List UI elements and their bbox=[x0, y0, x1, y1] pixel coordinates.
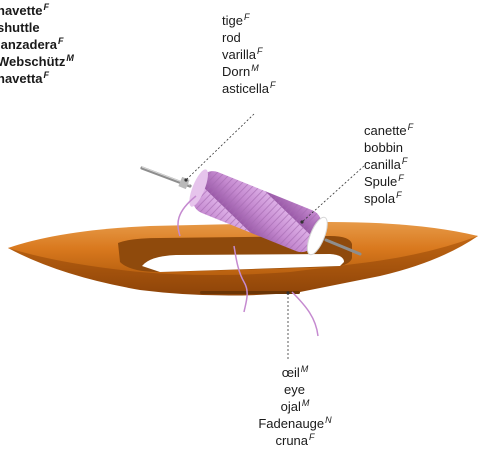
bobbin-label-group: canetteF bobbin canillaF SpuleF spolaF bbox=[364, 122, 413, 207]
shuttle-eye-slot bbox=[200, 291, 300, 294]
eye-term-de: FadenaugeN bbox=[240, 415, 350, 432]
eye-term-it: crunaF bbox=[240, 432, 350, 449]
shuttle-term-es: lanzaderaF bbox=[0, 36, 74, 53]
bobbin-leader-dot bbox=[300, 220, 303, 223]
eye-leader-dot bbox=[286, 291, 289, 294]
eye-term-fr: œilM bbox=[240, 364, 350, 381]
rod-term-fr: tigeF bbox=[222, 12, 275, 29]
rod-leader-line bbox=[186, 114, 254, 180]
rod-term-it: asticellaF bbox=[222, 80, 275, 97]
shuttle-term-en: shuttle bbox=[0, 19, 74, 36]
shuttle-term-it: navettaF bbox=[0, 70, 74, 87]
rod-label-group: tigeF rod varillaF DornM asticellaF bbox=[222, 12, 275, 97]
shuttle-term-fr: navetteF bbox=[0, 2, 74, 19]
eye-term-en: eye bbox=[240, 381, 350, 398]
bobbin-term-es: canillaF bbox=[364, 156, 413, 173]
bobbin-term-it: spolaF bbox=[364, 190, 413, 207]
bobbin-term-de: SpuleF bbox=[364, 173, 413, 190]
shuttle-term-de: WebschützM bbox=[0, 53, 74, 70]
eye-term-es: ojalM bbox=[240, 398, 350, 415]
rod-term-es: varillaF bbox=[222, 46, 275, 63]
bobbin-term-en: bobbin bbox=[364, 139, 413, 156]
rod-term-de: DornM bbox=[222, 63, 275, 80]
bobbin-term-fr: canetteF bbox=[364, 122, 413, 139]
rod-leader-dot bbox=[184, 178, 187, 181]
thread-from-eye bbox=[292, 292, 318, 336]
rod-term-en: rod bbox=[222, 29, 275, 46]
shuttle-label-group: navetteF shuttle lanzaderaF WebschützM n… bbox=[0, 2, 74, 87]
eye-label-group: œilM eye ojalM FadenaugeN crunaF bbox=[240, 364, 350, 449]
